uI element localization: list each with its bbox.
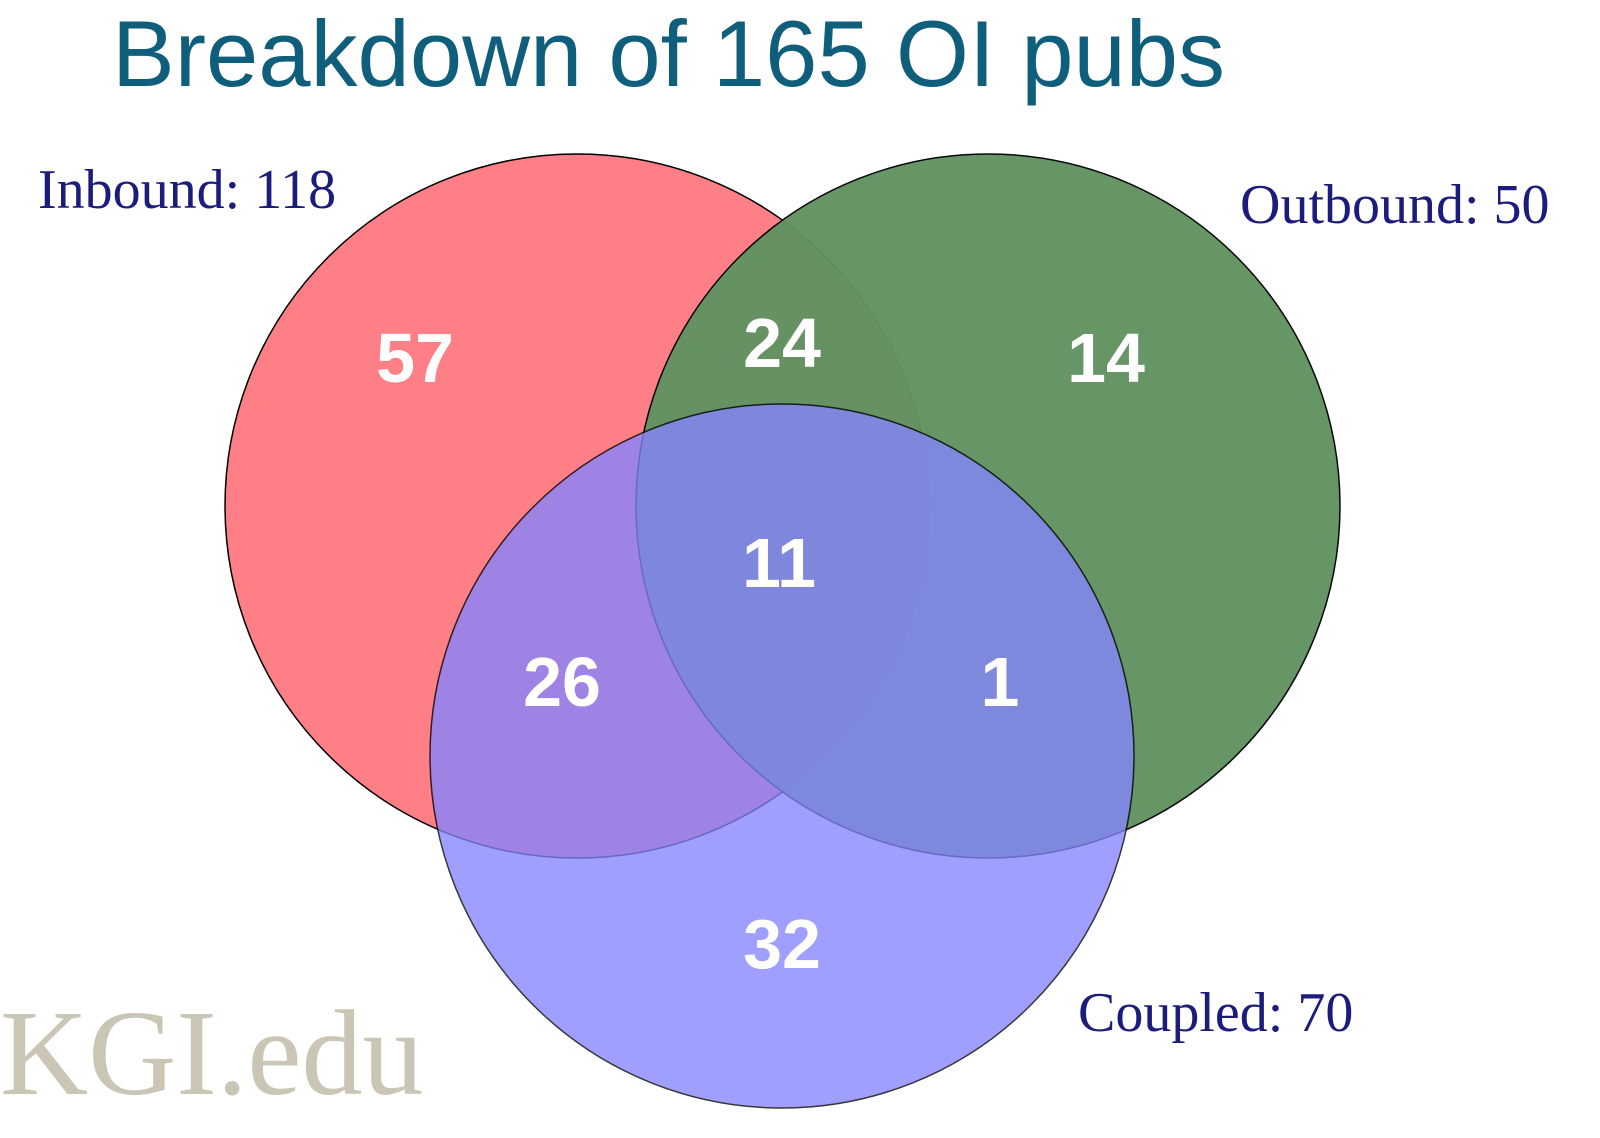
count-inbound-outbound: 24 (743, 304, 821, 382)
count-outbound-coupled: 1 (981, 643, 1020, 721)
slide-title: Breakdown of 165 OI pubs (112, 1, 1226, 106)
coupled-label: Coupled: 70 (1078, 982, 1354, 1044)
coupled-circle (429, 403, 1135, 1109)
count-inbound-coupled: 26 (523, 643, 601, 721)
count-inbound-only: 57 (376, 319, 454, 397)
outbound-label: Outbound: 50 (1240, 174, 1550, 236)
count-coupled-only: 32 (743, 905, 821, 983)
count-all-three: 11 (742, 524, 816, 602)
count-outbound-only: 14 (1067, 319, 1145, 397)
kgi-watermark: KGI.edu (0, 986, 424, 1121)
inbound-label: Inbound: 118 (38, 159, 337, 221)
